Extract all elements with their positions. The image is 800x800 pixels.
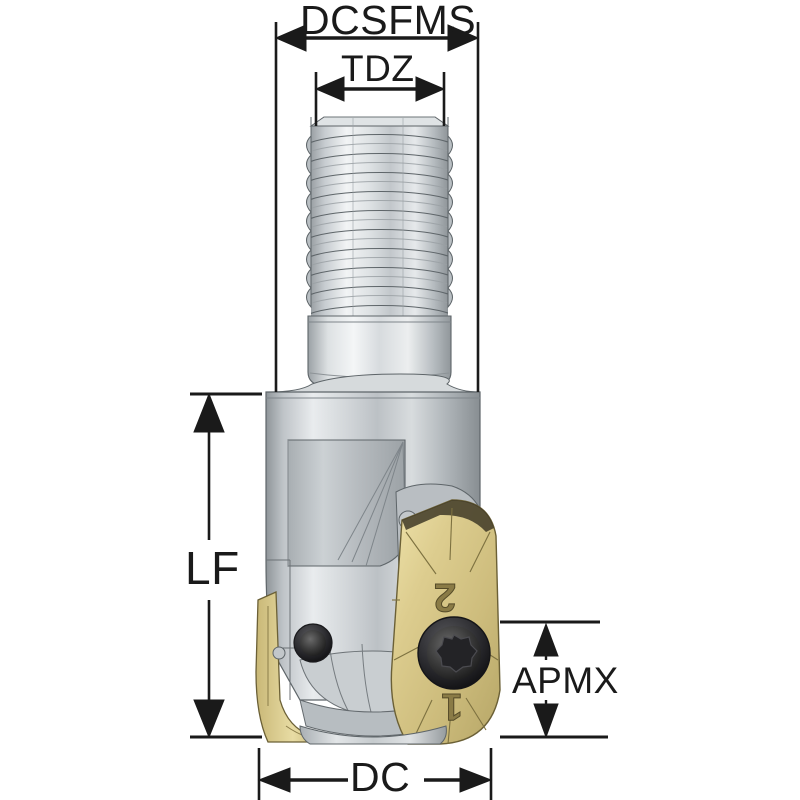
dimension-label-dcsfms: DCSFMS: [300, 0, 477, 43]
insert-marking-2: 2: [434, 575, 456, 619]
dimension-label-tdz: TDZ: [341, 48, 415, 89]
dimension-label-apmx: APMX: [512, 660, 619, 701]
carbide-insert-right: 2 1: [390, 483, 501, 745]
dimension-label-lf: LF: [185, 542, 240, 594]
insert-pocket: [287, 439, 407, 567]
cutter-end-face: [299, 725, 447, 745]
dimension-label-dc: DC: [350, 754, 411, 800]
torx-screw: [417, 616, 491, 690]
insert-marking-1: 1: [441, 685, 462, 727]
threaded-shank: [306, 116, 453, 392]
